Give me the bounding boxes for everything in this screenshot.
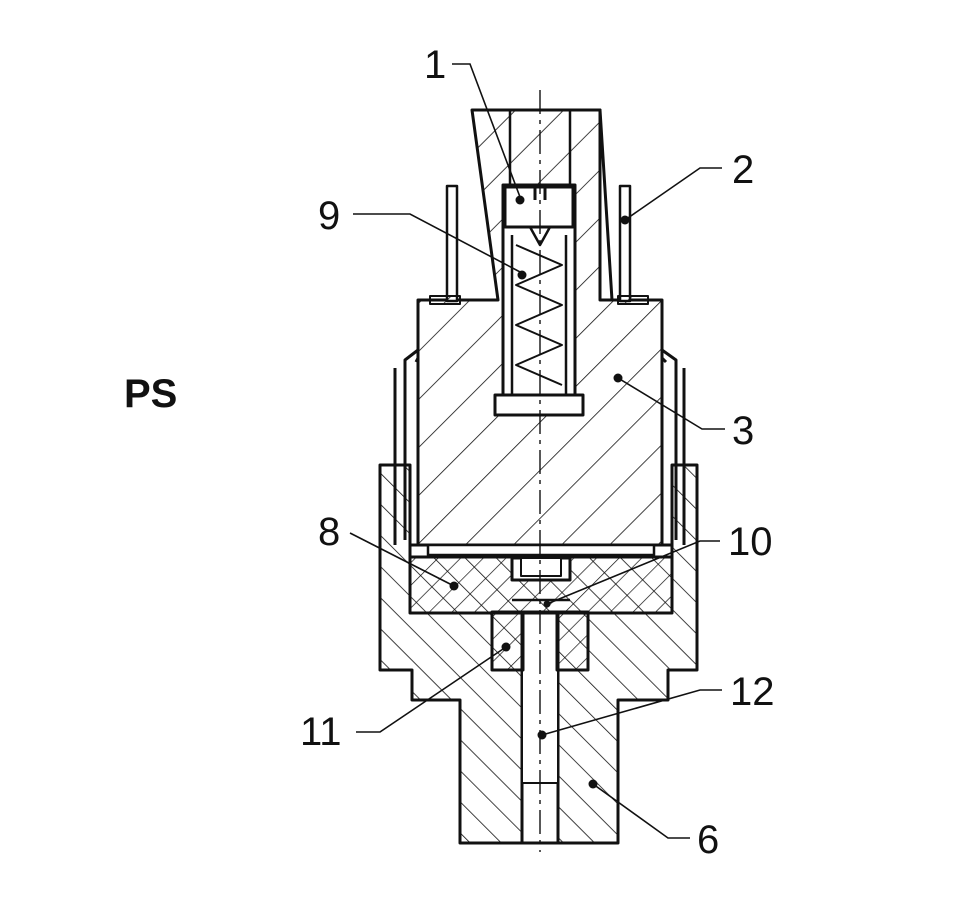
part-label-11: 11 <box>300 710 342 754</box>
leader-3 <box>617 377 725 430</box>
leader-2 <box>624 167 722 221</box>
diagram-title: PS <box>124 372 177 416</box>
leader-6 <box>592 783 690 839</box>
marker-12 <box>537 730 547 740</box>
marker-9 <box>517 270 527 280</box>
part-label-1: 1 <box>424 43 446 87</box>
leader-10 <box>546 540 720 605</box>
marker-2 <box>620 215 630 225</box>
leader-8 <box>349 532 455 587</box>
part-label-6: 6 <box>697 818 719 862</box>
terminal-part-2 <box>429 184 649 305</box>
marker-11 <box>501 642 511 652</box>
diaphragm-part-10 <box>426 543 656 602</box>
part-label-9: 9 <box>318 194 340 238</box>
marker-8 <box>449 581 459 591</box>
leader-1 <box>452 63 521 198</box>
part-label-10: 10 <box>728 520 773 564</box>
part-label-3: 3 <box>732 409 754 453</box>
marker-6 <box>588 779 598 789</box>
part-label-8: 8 <box>318 510 340 554</box>
leader-9 <box>353 213 523 274</box>
spring-part-9 <box>510 235 568 395</box>
leader-12 <box>541 689 722 736</box>
part-label-2: 2 <box>732 148 754 192</box>
adjusting-screw-part-1 <box>503 185 575 247</box>
marker-3 <box>613 373 623 383</box>
ring-part-11 <box>490 610 590 672</box>
marker-1 <box>515 195 525 205</box>
leader-11 <box>356 646 507 733</box>
part-label-12: 12 <box>730 670 775 714</box>
marker-10 <box>543 600 551 608</box>
